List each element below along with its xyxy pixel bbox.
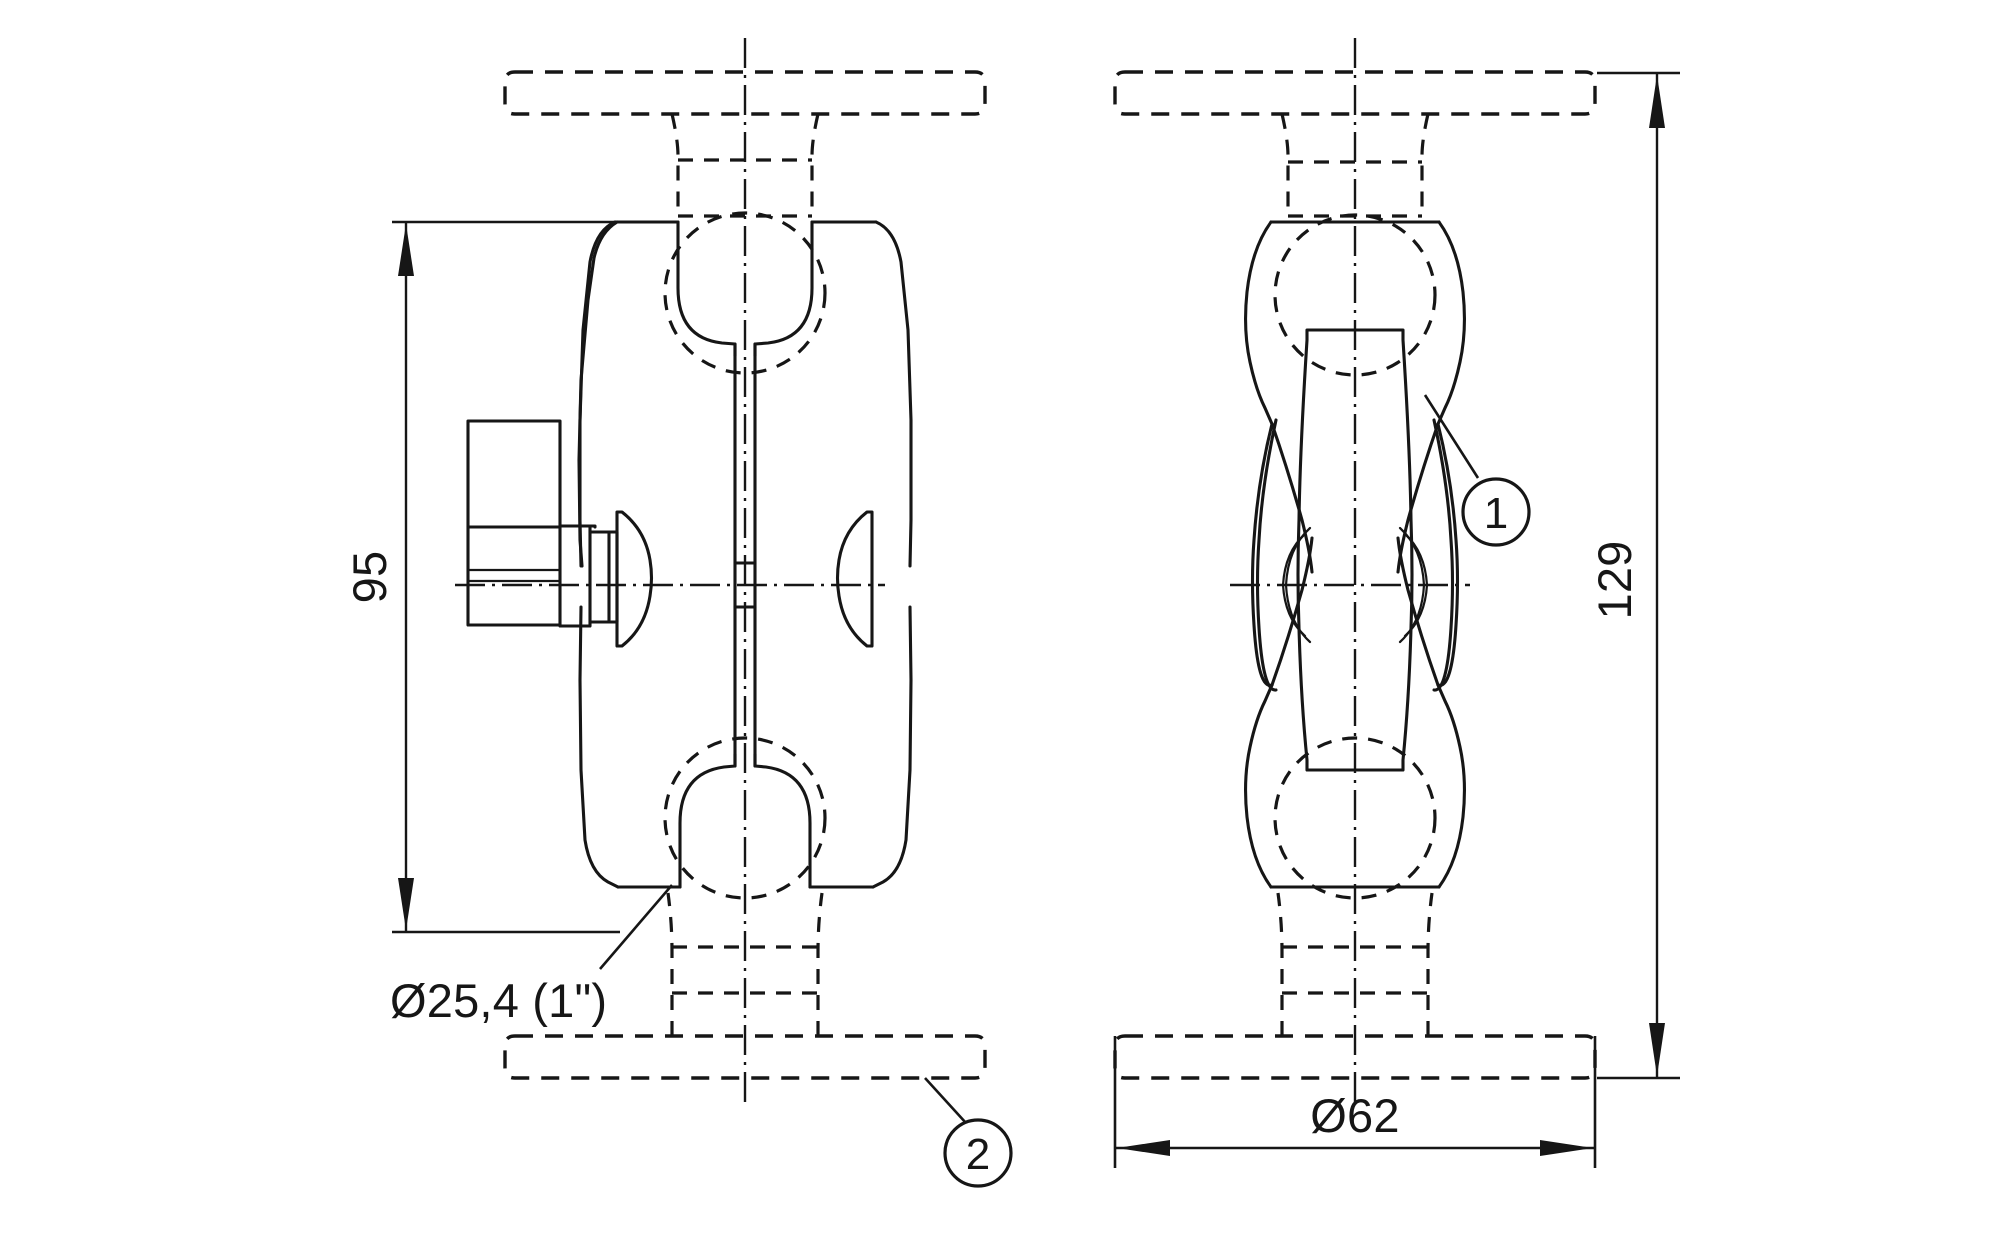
dia-label: Ø25,4 (1") — [390, 974, 607, 1027]
side-top-base-plate — [503, 70, 987, 116]
balloon-2-circle — [943, 1118, 1013, 1188]
dim-129-label: 129 — [1588, 540, 1641, 619]
balloon-1-number: 1 — [1484, 489, 1508, 538]
front-pivot-lens-left-inner — [1281, 532, 1307, 638]
front-bottom-neck-right — [1426, 892, 1434, 1036]
side-top-neck — [670, 113, 680, 216]
dim-62-label: Ø62 — [1310, 1089, 1399, 1142]
front-top-base-plate — [1113, 70, 1597, 116]
front-waist-right-lower — [1396, 536, 1440, 687]
side-top-socket-jaw — [676, 220, 737, 358]
front-bottom-ball-hidden — [1273, 736, 1437, 900]
side-arm-body-right-lower — [871, 605, 913, 889]
balloon-2-number: 2 — [966, 1130, 990, 1179]
dimension-62: Ø62 — [1113, 1036, 1597, 1168]
dim-62-arrow-right — [1540, 1140, 1593, 1156]
front-arm-left-outer — [1250, 422, 1274, 687]
balloon-1-circle — [1461, 477, 1531, 547]
front-arm-right-outer — [1436, 422, 1460, 687]
front-bottom-socket-head-right — [1436, 683, 1466, 889]
front-top-socket-head-right — [1436, 220, 1466, 426]
side-top-socket-jaw-right — [753, 220, 814, 358]
side-top-neck-right — [810, 113, 820, 216]
side-bottom-base-plate — [503, 1034, 987, 1080]
side-bottom-socket-jaw-right — [753, 752, 812, 889]
dim-95-label: 95 — [343, 551, 396, 604]
dim-129-arrow-top — [1649, 75, 1665, 128]
dimension-95: 95 — [343, 220, 620, 934]
knob-washer-left — [615, 510, 654, 648]
side-bottom-neck-right — [816, 892, 824, 1036]
front-clamp-knob — [1296, 328, 1414, 772]
side-bottom-socket-jaw — [678, 752, 737, 889]
dim-129-arrow-bottom — [1649, 1023, 1665, 1076]
dim-95-arrow-top — [398, 224, 414, 276]
side-top-ball-hidden — [663, 211, 827, 375]
front-top-neck-left — [1280, 113, 1290, 216]
front-waist-left-lower — [1270, 536, 1314, 687]
dim-95-arrow-bottom — [398, 878, 414, 930]
knob-collar — [588, 530, 619, 624]
front-top-neck-right — [1420, 113, 1430, 216]
balloon-2-leader — [924, 1077, 967, 1124]
front-bottom-base-plate — [1113, 1034, 1597, 1080]
balloon-1-leader — [1423, 394, 1480, 479]
dimension-129: 129 — [1588, 71, 1680, 1080]
dim-62-arrow-left — [1117, 1140, 1170, 1156]
front-arm-right-inner — [1432, 418, 1455, 692]
balloon-1[interactable]: 1 — [1423, 394, 1531, 547]
dia-leader-line — [599, 884, 673, 970]
side-arm-body-left-outline — [577, 220, 619, 568]
side-arm-body-left-upper — [578, 220, 617, 568]
side-view: 95 Ø25,4 (1") 2 — [343, 38, 1013, 1188]
front-view: 1 129 Ø62 — [1113, 38, 1680, 1168]
front-top-socket-head — [1244, 220, 1274, 426]
side-bottom-neck-left — [666, 892, 674, 1036]
knob-washer-right — [835, 510, 874, 648]
side-bottom-ball-hidden — [663, 736, 827, 900]
front-pivot-lens-right-inner — [1403, 532, 1429, 638]
front-bottom-socket-head — [1244, 683, 1274, 889]
front-top-ball-hidden — [1273, 213, 1437, 377]
balloon-2[interactable]: 2 — [924, 1077, 1013, 1188]
knob-handle-cap-lower — [466, 525, 562, 627]
front-bottom-neck-left — [1276, 892, 1284, 1036]
knob-shaft-body — [558, 524, 592, 628]
knob-handle-cap — [466, 419, 562, 529]
front-arm-left-inner — [1255, 418, 1278, 692]
side-arm-body-left-lower — [578, 605, 620, 889]
dimension-ball-diameter: Ø25,4 (1") — [390, 884, 673, 1027]
side-arm-body-right-upper — [874, 220, 913, 568]
